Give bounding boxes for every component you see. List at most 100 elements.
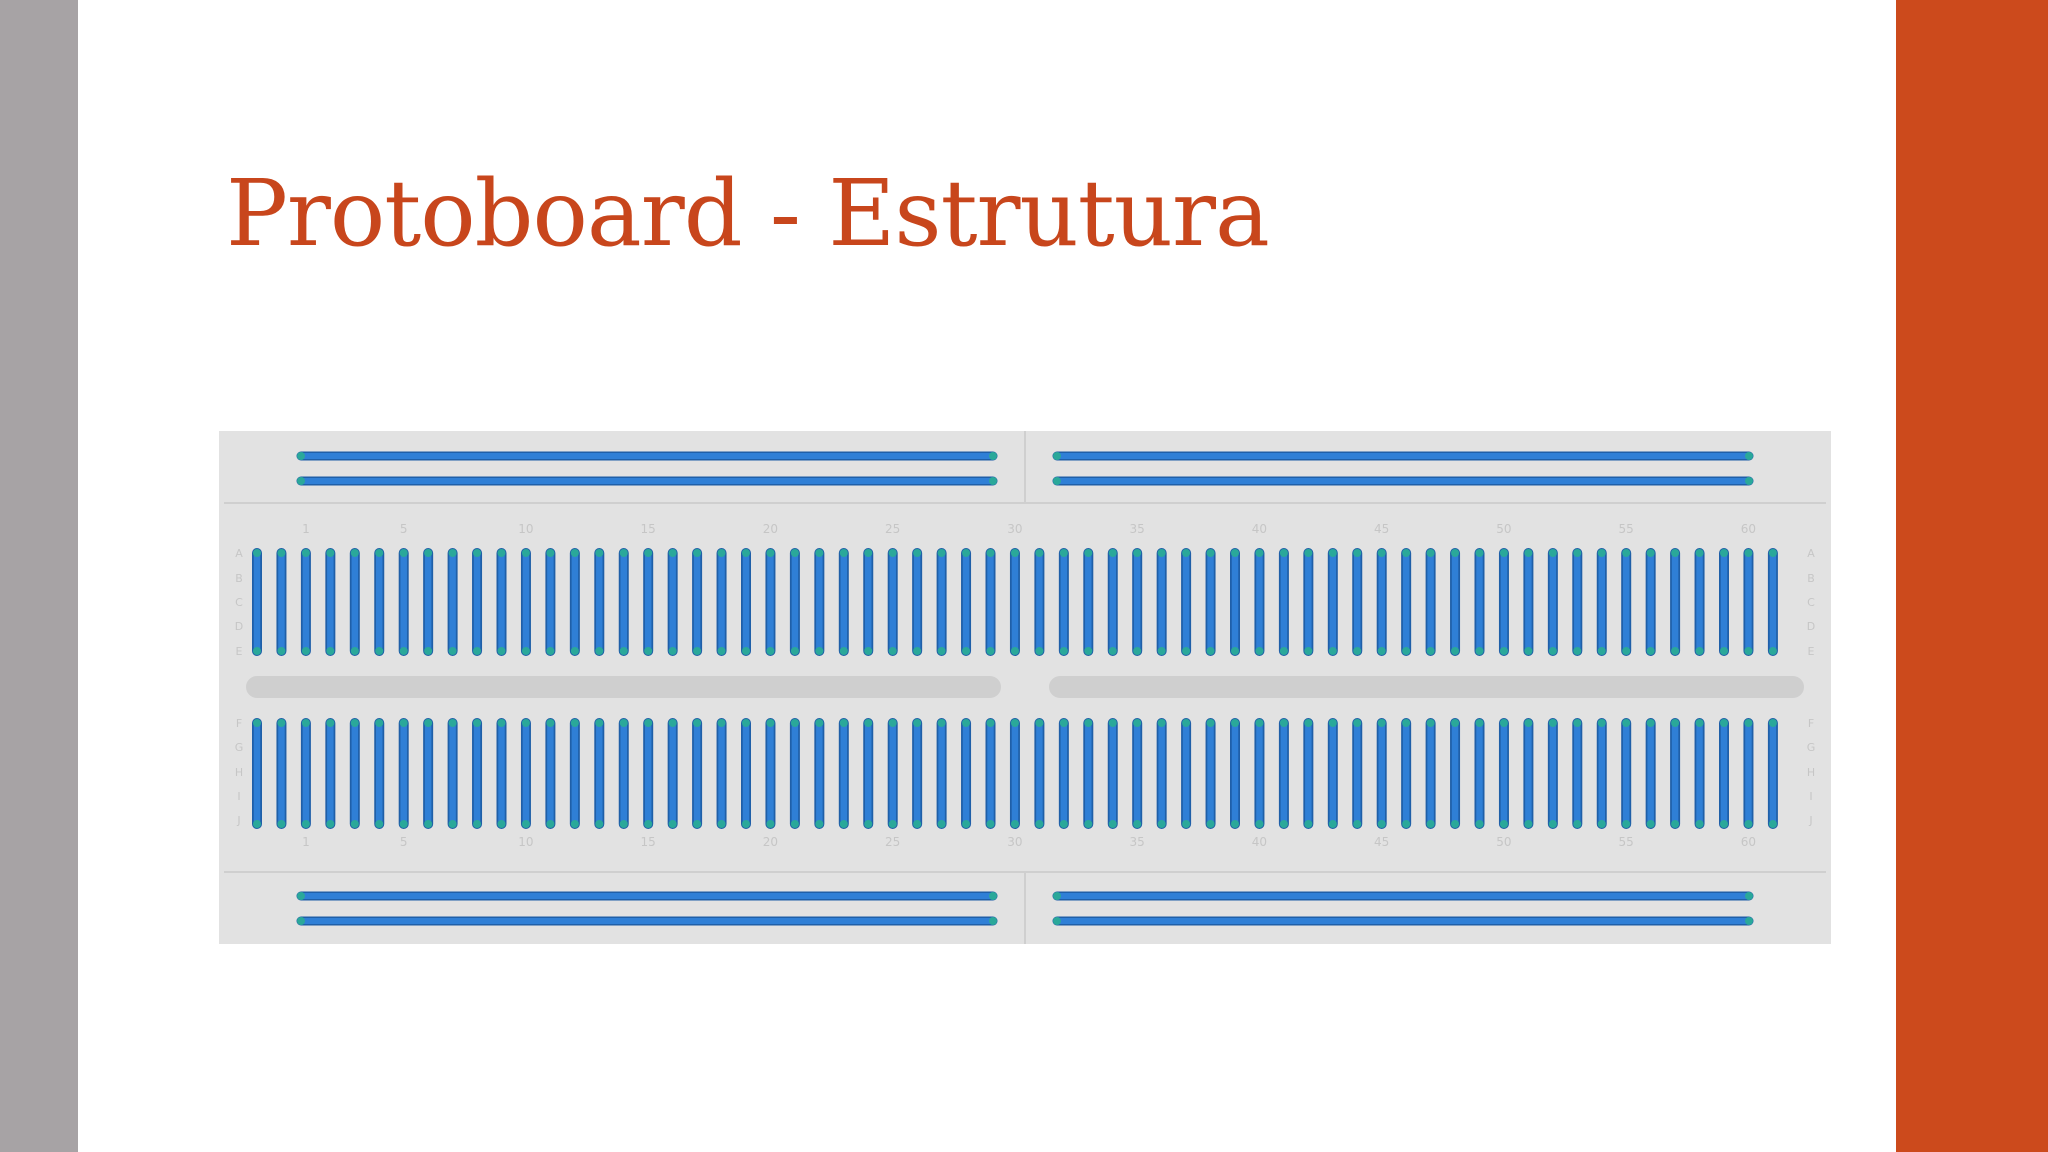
strip-end-hole [1279,719,1288,727]
strip-end-hole [277,647,286,655]
strip-end-hole [913,719,922,727]
strip-end-hole [1059,719,1068,727]
rail-end-hole [1053,892,1061,900]
strip-end-hole [1304,549,1313,557]
strip-end-hole [1059,647,1068,655]
strip-end-hole [473,820,482,828]
center-channel-right [1049,676,1804,698]
column-number: 5 [400,522,408,536]
strip-end-hole [277,719,286,727]
strip-end-hole [1108,549,1117,557]
column-number: 5 [400,835,408,849]
strip-end-hole [1720,820,1728,828]
strip-end-hole [521,647,530,655]
column-number: 15 [641,835,656,849]
strip-end-hole [301,549,310,557]
rail-end-hole [297,477,305,485]
strip-end-hole [570,719,579,727]
strip-end-hole [1768,820,1777,828]
column-number: 10 [518,835,533,849]
strip-end-hole [1108,820,1117,828]
strip-end-hole [1353,549,1362,557]
row-letter: F [236,717,242,730]
rail-end-hole [297,917,305,925]
strip-end-hole [1182,647,1191,655]
row-letter: J [1808,814,1812,827]
strip-end-hole [766,820,775,828]
strip-end-hole [864,549,873,557]
row-letter: J [236,814,240,827]
rail-end-hole [1745,917,1753,925]
strip-end-hole [1157,549,1166,557]
strip-end-hole [326,647,335,655]
strip-end-hole [937,647,946,655]
strip-end-hole [742,719,750,727]
strip-end-hole [1695,719,1704,727]
strip-end-hole [1133,719,1142,727]
strip-end-hole [399,549,408,557]
strip-end-hole [1035,820,1044,828]
strip-end-hole [595,820,604,828]
strip-end-hole [350,549,359,557]
strip-end-hole [253,820,261,828]
strip-end-hole [1646,719,1655,727]
strip-end-hole [1573,719,1582,727]
rail-end-hole [989,892,997,900]
strip-end-hole [424,549,433,557]
strip-end-hole [1353,647,1362,655]
strip-end-hole [888,719,897,727]
strip-end-hole [1377,549,1386,557]
strip-end-hole [790,549,799,557]
strip-end-hole [448,820,457,828]
strip-end-hole [1255,820,1264,828]
strip-end-hole [1108,719,1117,727]
strip-end-hole [1304,820,1313,828]
strip-end-hole [1720,647,1728,655]
strip-end-hole [1279,820,1288,828]
strip-end-hole [1451,549,1460,557]
row-letter: D [1807,620,1815,633]
strip-end-hole [693,820,702,828]
strip-end-hole [326,719,335,727]
strip-end-hole [1573,820,1582,828]
row-letter: I [1809,790,1812,803]
strip-end-hole [839,820,848,828]
left-accent-band [0,0,78,1152]
strip-end-hole [1255,719,1264,727]
strip-end-hole [1035,549,1044,557]
strip-end-hole [1548,719,1557,727]
strip-end-hole [1597,549,1606,557]
strip-end-hole [473,647,482,655]
strip-end-hole [815,820,824,828]
strip-end-hole [1597,719,1606,727]
row-letter: C [1807,596,1815,609]
strip-end-hole [497,647,506,655]
strip-end-hole [1499,820,1508,828]
column-number: 15 [641,522,656,536]
center-channel-left [246,676,1001,698]
strip-end-hole [1671,820,1680,828]
strip-end-hole [1157,719,1166,727]
strip-end-hole [1231,719,1239,727]
strip-end-hole [888,549,897,557]
strip-end-hole [986,719,995,727]
strip-end-hole [350,820,359,828]
strip-end-hole [497,719,506,727]
strip-end-hole [1304,647,1313,655]
column-number: 45 [1374,522,1389,536]
strip-end-hole [839,719,848,727]
column-number: 35 [1130,522,1145,536]
strip-end-hole [253,549,261,557]
column-number: 1 [302,835,310,849]
strip-end-hole [350,719,359,727]
strip-end-hole [986,647,995,655]
row-letter: C [235,596,243,609]
strip-end-hole [1744,719,1753,727]
strip-end-hole [1377,820,1386,828]
strip-end-hole [888,647,897,655]
strip-end-hole [668,820,677,828]
strip-end-hole [986,820,995,828]
column-number: 1 [302,522,310,536]
strip-end-hole [1499,549,1508,557]
strip-end-hole [1646,549,1655,557]
